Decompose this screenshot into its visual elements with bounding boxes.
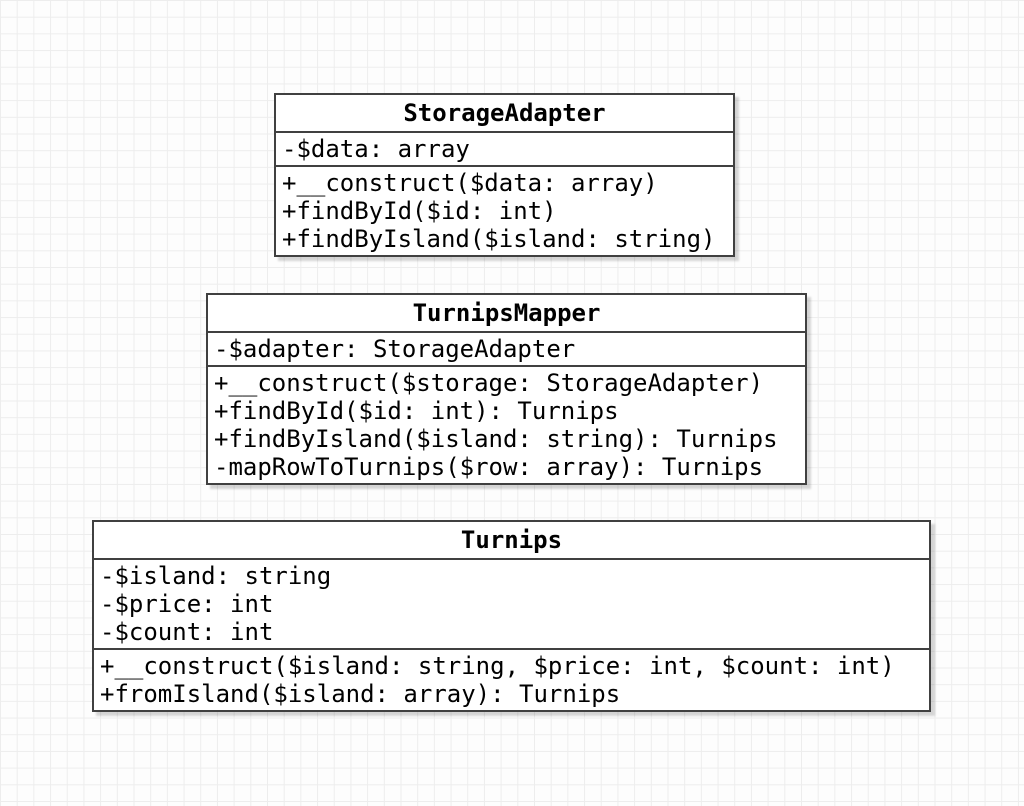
uml-method-line: +findById($id: int): [282, 197, 557, 225]
uml-attribute-line: -$adapter: StorageAdapter: [214, 335, 576, 363]
uml-attribute-line: -$price: int: [100, 590, 274, 618]
class-box-storageadapter: StorageAdapter -$data: array +__construc…: [274, 93, 735, 257]
methods-compartment: +__construct($storage: StorageAdapter) +…: [208, 367, 805, 483]
uml-attribute-line: -$data: array: [282, 135, 470, 163]
uml-attribute-line: -$count: int: [100, 618, 274, 646]
uml-method-line: +findById($id: int): Turnips: [214, 397, 619, 425]
uml-method-line: +findByIsland($island: string): Turnips: [214, 425, 778, 453]
attributes-compartment: -$island: string -$price: int -$count: i…: [94, 560, 929, 650]
class-box-turnipsmapper: TurnipsMapper -$adapter: StorageAdapter …: [206, 293, 807, 485]
uml-attribute-line: -$island: string: [100, 562, 332, 590]
attributes-compartment: -$data: array: [276, 133, 733, 167]
uml-method-line: +findByIsland($island: string): [282, 225, 716, 253]
uml-method-line: +__construct($storage: StorageAdapter): [214, 369, 764, 397]
attributes-compartment: -$adapter: StorageAdapter: [208, 333, 805, 367]
uml-method-line: +__construct($data: array): [282, 169, 658, 197]
uml-method-line: +fromIsland($island: array): Turnips: [100, 680, 621, 708]
class-name: TurnipsMapper: [208, 295, 805, 333]
class-box-turnips: Turnips -$island: string -$price: int -$…: [92, 520, 931, 712]
uml-method-line: +__construct($island: string, $price: in…: [100, 652, 895, 680]
uml-method-line: -mapRowToTurnips($row: array): Turnips: [214, 453, 764, 481]
class-name: StorageAdapter: [276, 95, 733, 133]
methods-compartment: +__construct($data: array) +findById($id…: [276, 167, 733, 255]
class-name: Turnips: [94, 522, 929, 560]
methods-compartment: +__construct($island: string, $price: in…: [94, 650, 929, 710]
